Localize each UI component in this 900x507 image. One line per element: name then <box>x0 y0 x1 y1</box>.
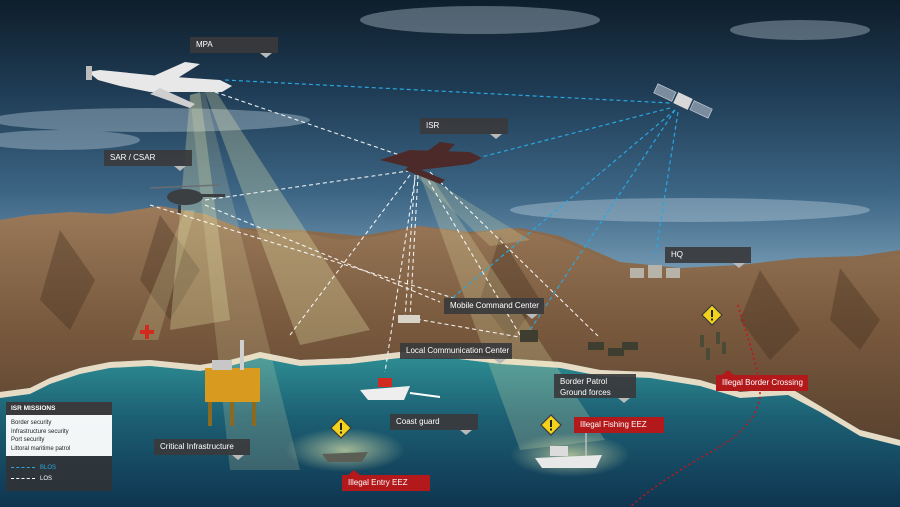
satellite-icon <box>653 83 713 119</box>
mission-item: Infrastructure security <box>11 428 69 435</box>
warning-icon <box>540 414 562 436</box>
isr-aircraft-icon <box>380 142 482 184</box>
warning-icon <box>701 304 723 326</box>
hq-buildings <box>630 265 680 278</box>
legend-keys: BLOS LOS <box>6 456 112 491</box>
legend-key-blos: BLOS <box>11 462 107 473</box>
mission-item: Port security <box>11 437 45 443</box>
soldiers <box>700 332 726 360</box>
local-comm-center <box>398 315 420 323</box>
ground-vehicles <box>520 330 638 356</box>
legend-key-los: LOS <box>11 473 107 484</box>
mission-item: Littoral maritime patrol <box>11 445 71 452</box>
local-comm-label: Local Communication Center <box>400 343 512 364</box>
coast-guard-boat-icon <box>360 378 441 400</box>
sar-label: SAR / CSAR <box>104 150 192 171</box>
oil-platform-icon <box>205 340 260 426</box>
mobile-command-label: Mobile Command Center <box>444 298 544 319</box>
land <box>0 206 900 440</box>
border-line <box>629 304 761 507</box>
illegal-fishing-label: Illegal Fishing EEZ <box>574 417 664 433</box>
isr-label: ISR <box>420 118 508 139</box>
legend-title: ISR MISSIONS <box>6 402 112 415</box>
los-links <box>149 91 599 373</box>
critical-infrastructure-label: Critical Infrastructure <box>154 439 250 460</box>
mpa-aircraft-icon <box>86 62 232 108</box>
blos-links <box>224 79 679 331</box>
illegal-entry-label: Illegal Entry EEZ <box>342 470 430 491</box>
border-patrol-label: Border Patrol Ground forces <box>554 374 636 403</box>
clouds <box>0 6 870 222</box>
hq-label: HQ <box>665 247 751 268</box>
mission-item: Border security <box>11 420 52 426</box>
mpa-label: MPA <box>190 37 278 58</box>
coast-guard-label: Coast guard <box>390 414 478 435</box>
red-cross-icon <box>140 325 154 339</box>
warning-icon <box>330 417 352 439</box>
intruder-boat-icon <box>322 452 368 462</box>
legend: ISR MISSIONS Border security Infrastruct… <box>6 402 112 491</box>
helicopter-icon <box>149 184 225 213</box>
fishing-boat-icon <box>535 430 602 468</box>
illegal-border-label: Illegal Border Crossing <box>716 370 808 391</box>
mission-list: Border security Infrastructure security … <box>6 415 112 456</box>
